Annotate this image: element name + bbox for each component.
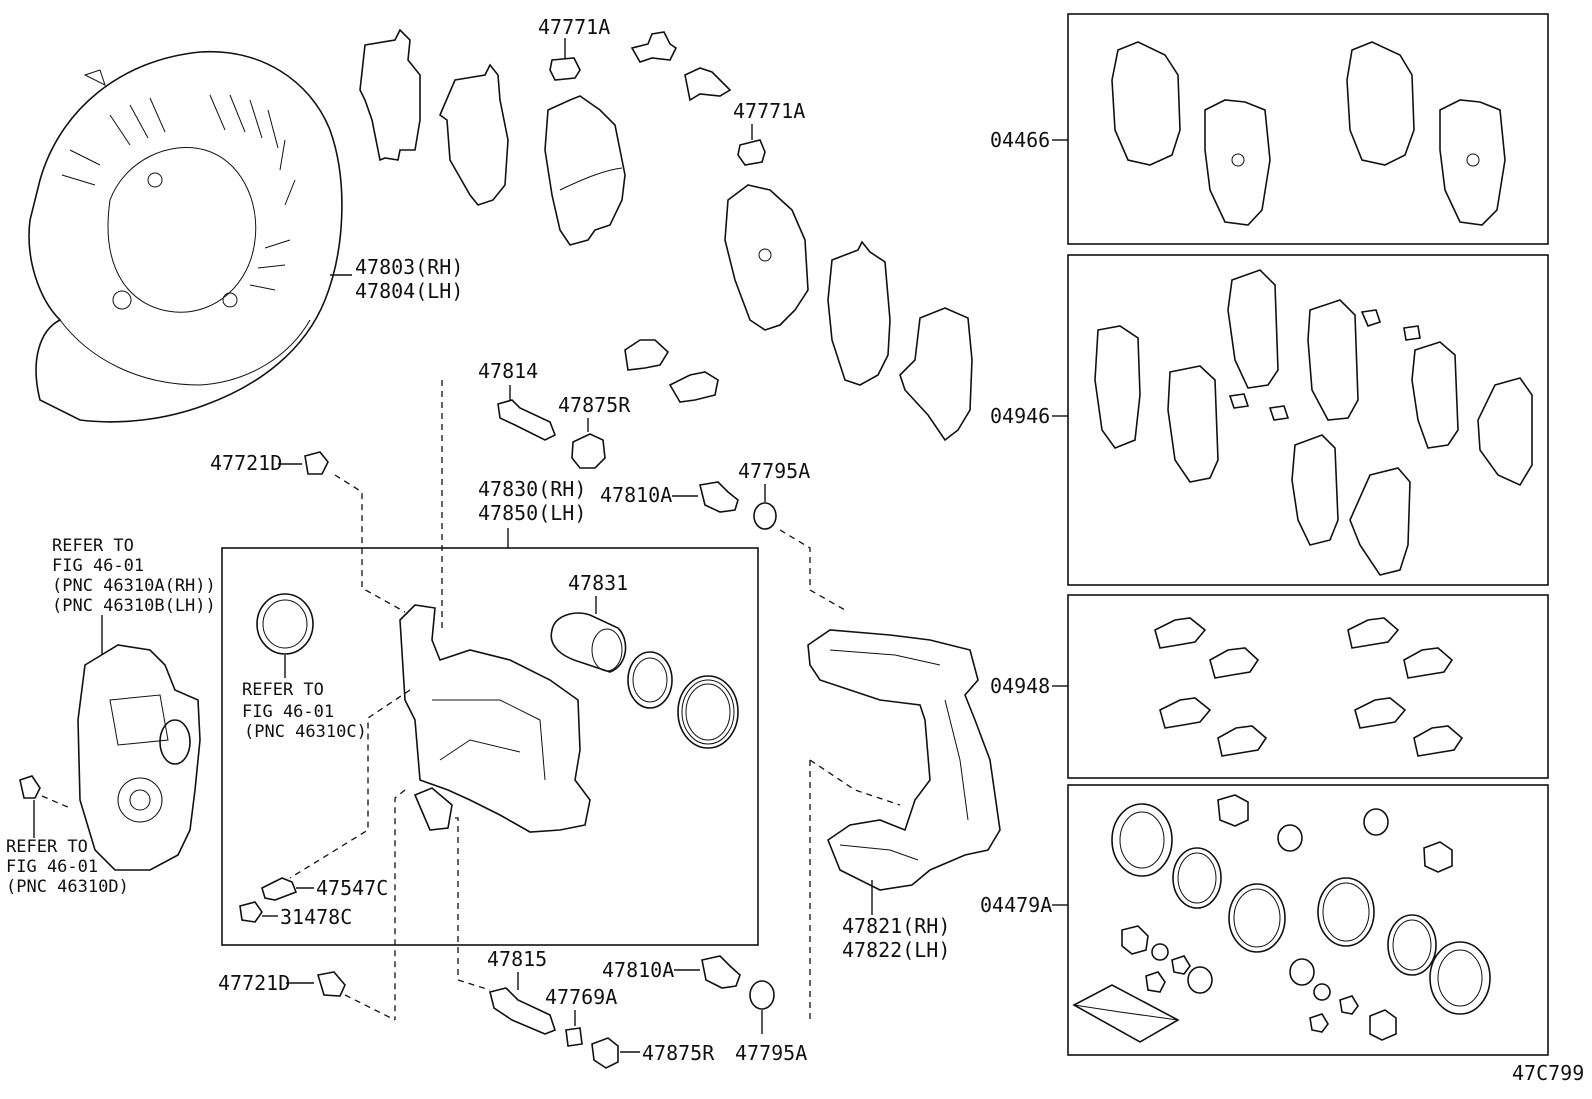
pin-boot-upper-part[interactable] (571, 433, 606, 469)
pad-wear-clip-part[interactable] (549, 57, 581, 81)
shield-bolt-upper-part[interactable] (304, 451, 329, 475)
refer-note-1-line2: FIG 46-01 (52, 556, 144, 576)
caliper-mounting-bracket-part[interactable] (807, 629, 1001, 891)
refer-note-3-line3: (PNC 46310D) (6, 877, 129, 897)
label-47795a-lower: 47795A (735, 1041, 807, 1065)
label-47721d-upper: 47721D (210, 451, 282, 475)
label-04946: 04946 (990, 404, 1050, 428)
piston-seal-part[interactable] (627, 651, 673, 709)
spring-kit-04948-part[interactable] (1154, 617, 1464, 757)
label-47821: 47821(RH) (842, 914, 950, 938)
refer-note-1-line1: REFER TO (52, 536, 134, 556)
label-04466: 04466 (990, 128, 1050, 152)
pin-boot-lower-part[interactable] (591, 1037, 619, 1069)
label-47875r-lower: 47875R (642, 1041, 715, 1065)
pad-support-spring-part[interactable] (630, 31, 732, 102)
caliper-piston-part[interactable] (550, 612, 627, 673)
bleeder-plug-part[interactable] (261, 877, 298, 901)
pad-kit-04466-part[interactable] (1111, 41, 1506, 226)
brake-pad-outer-part[interactable] (724, 184, 809, 331)
caliper-o-ring-part[interactable] (256, 593, 314, 655)
seal-kit-04479a-part[interactable] (1072, 794, 1491, 1043)
kit-box-04479a (1067, 784, 1549, 1056)
label-47721d-lower: 47721D (218, 971, 290, 995)
label-47804: 47804(LH) (355, 279, 463, 303)
label-47831: 47831 (568, 571, 628, 595)
caliper-assembly-box (221, 547, 759, 946)
kit-box-04946 (1067, 254, 1549, 586)
refer-note-2-line1: REFER TO (242, 680, 324, 700)
outer-shim-part[interactable] (827, 240, 973, 442)
refer-note-3-line1: REFER TO (6, 837, 88, 857)
refer-note-2-line2: FIG 46-01 (242, 702, 334, 722)
washer-lower-part[interactable] (749, 980, 775, 1010)
shim-kit-04946-part[interactable] (1094, 269, 1533, 576)
parking-brake-motor-part[interactable] (77, 644, 201, 871)
label-47815: 47815 (487, 947, 547, 971)
label-04948: 04948 (990, 674, 1050, 698)
label-47771a-top: 47771A (538, 15, 610, 39)
label-47875r-upper: 47875R (558, 393, 631, 417)
bushing-part[interactable] (565, 1027, 583, 1047)
anti-squeal-shim-part[interactable] (359, 28, 509, 206)
refer-note-1-line4: (PNC 46310B(LH)) (52, 596, 216, 616)
diagram-id: 47C799 (1512, 1061, 1584, 1085)
dust-shield-part[interactable] (28, 50, 343, 423)
piston-boot-part[interactable] (677, 675, 739, 749)
motor-bolt-part[interactable] (19, 775, 41, 799)
guide-pin-lower-part[interactable] (489, 987, 556, 1035)
pad-support-spring-part-2[interactable] (624, 339, 719, 403)
bleeder-cap-part[interactable] (239, 901, 263, 923)
label-47810a-upper: 47810A (600, 483, 672, 507)
label-47822: 47822(LH) (842, 938, 950, 962)
label-47810a-lower: 47810A (602, 958, 674, 982)
label-04479a: 04479A (980, 893, 1052, 917)
label-47850: 47850(LH) (478, 501, 586, 525)
label-31478c: 31478C (280, 905, 352, 929)
caliper-body-part[interactable] (399, 604, 591, 833)
label-47771a-second: 47771A (733, 99, 805, 123)
label-47769a: 47769A (545, 985, 617, 1009)
refer-note-2-line3: (PNC 46310C) (244, 722, 367, 742)
kit-box-04948 (1067, 594, 1549, 779)
shield-bolt-lower-part[interactable] (316, 971, 346, 997)
refer-note-3-line2: FIG 46-01 (6, 857, 98, 877)
washer-upper-part[interactable] (753, 502, 777, 530)
caliper-bolt-upper-part[interactable] (699, 481, 739, 513)
caliper-bolt-lower-part[interactable] (701, 955, 741, 989)
label-47830: 47830(RH) (478, 477, 586, 501)
kit-box-04466 (1067, 13, 1549, 245)
brake-pad-inner-part[interactable] (544, 95, 626, 246)
label-47547c: 47547C (316, 876, 388, 900)
guide-pin-upper-part[interactable] (497, 399, 557, 441)
pad-wear-clip-part-2[interactable] (737, 139, 766, 166)
label-47795a-upper: 47795A (738, 459, 810, 483)
refer-note-1-line3: (PNC 46310A(RH)) (52, 576, 216, 596)
label-47814: 47814 (478, 359, 538, 383)
label-47803: 47803(RH) (355, 255, 463, 279)
